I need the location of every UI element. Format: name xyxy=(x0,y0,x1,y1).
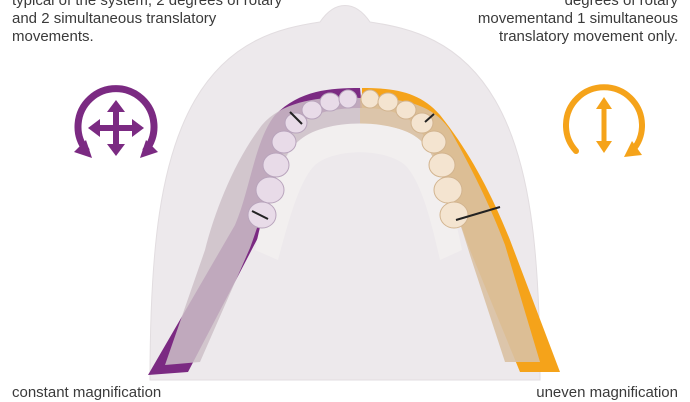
bottom-left-caption: constant magnification xyxy=(12,384,161,402)
vertical-rotate-icon xyxy=(566,87,642,157)
bottom-right-caption: uneven magnification xyxy=(536,384,678,402)
move-rotate-icon xyxy=(74,89,158,158)
